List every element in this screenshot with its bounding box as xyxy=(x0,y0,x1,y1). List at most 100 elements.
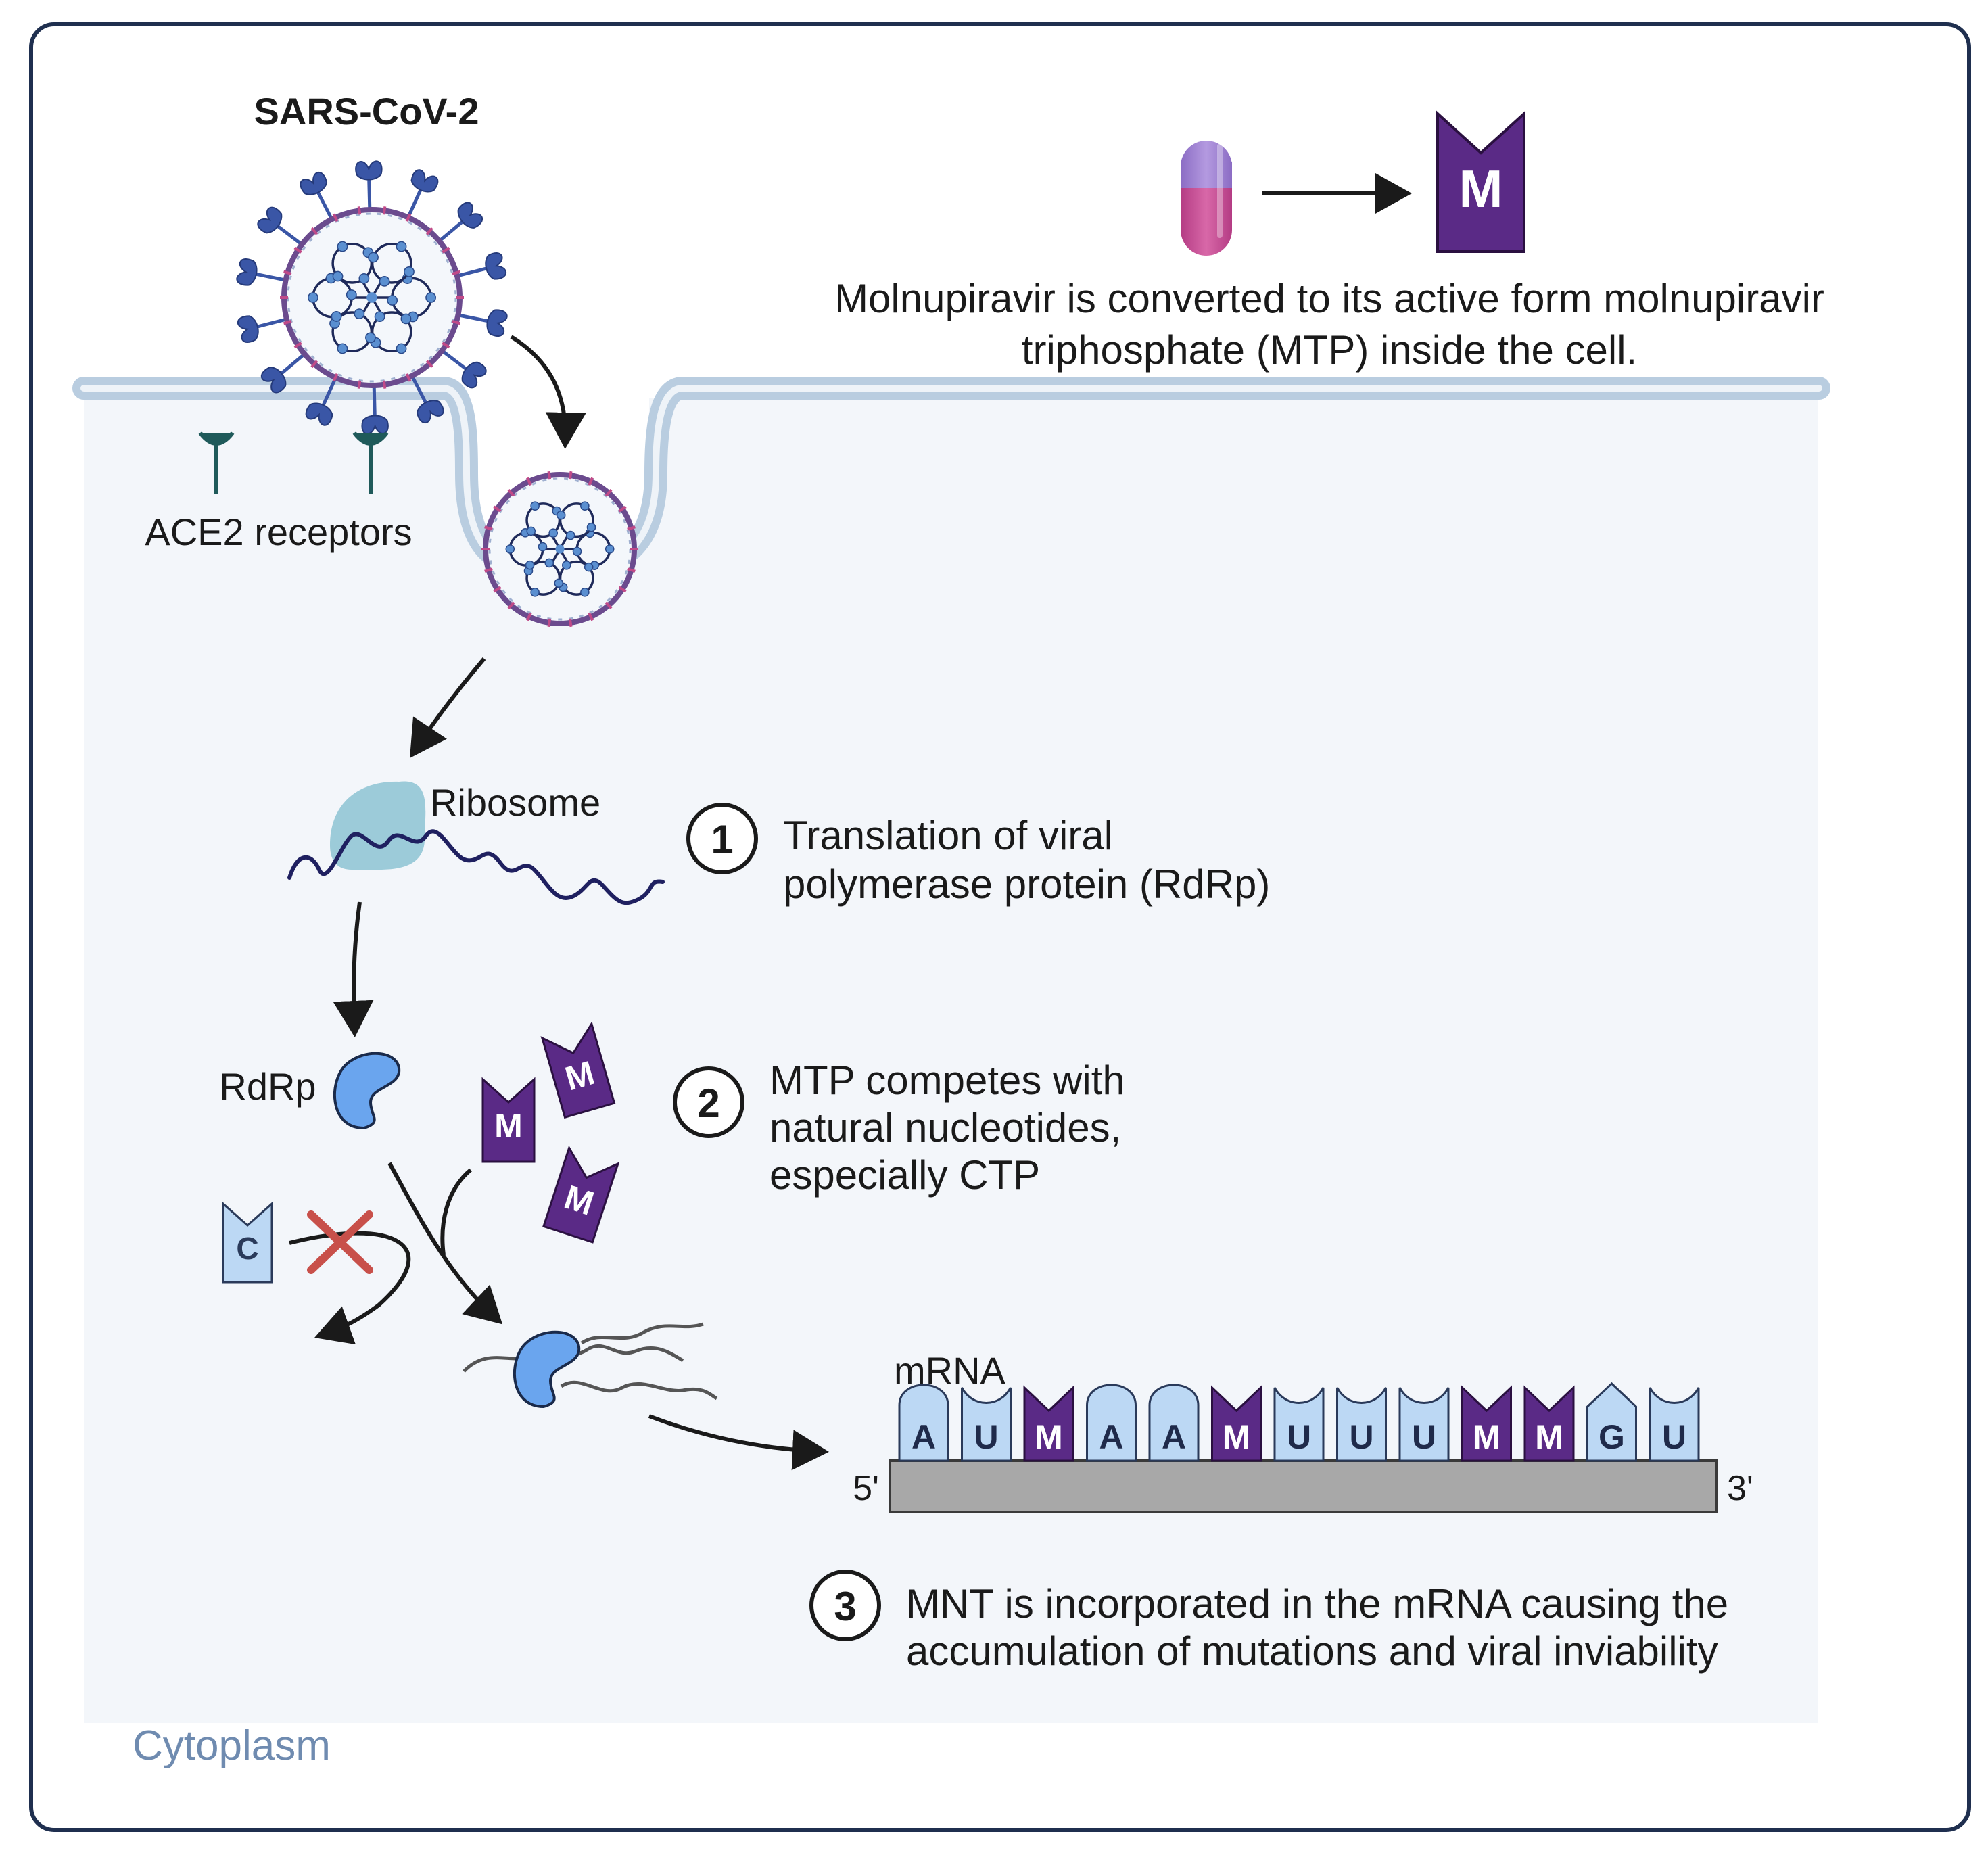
svg-text:M: M xyxy=(494,1107,523,1145)
spike-stalk xyxy=(257,317,287,329)
nucleotide-u: U xyxy=(1649,1387,1700,1462)
mtp-nucleotide-icon: M xyxy=(540,1021,616,1119)
spike-protein-icon xyxy=(410,169,439,193)
entry-arrow xyxy=(510,335,586,449)
viral-rna-strand xyxy=(287,829,665,905)
svg-text:M: M xyxy=(1459,159,1503,218)
step-2-text-line2: natural nucleotides, xyxy=(770,1105,1121,1150)
step-3-text-line2: accumulation of mutations and viral invi… xyxy=(906,1628,1718,1674)
step-2-text-line1: MTP competes with xyxy=(770,1058,1125,1103)
spike-stalk xyxy=(456,266,487,278)
nucleotide-letter: A xyxy=(1099,1418,1123,1456)
mrna-label: mRNA xyxy=(894,1349,1006,1392)
nucleotide-letter: U xyxy=(1662,1418,1686,1456)
nucleotide-a: A xyxy=(1148,1384,1200,1462)
spike-protein-icon xyxy=(485,252,507,280)
svg-text:C: C xyxy=(236,1231,258,1266)
mrna-backbone xyxy=(889,1459,1718,1513)
spike-protein-icon xyxy=(237,315,259,344)
nucleotide-letter: U xyxy=(974,1418,998,1456)
mtp-incorporation-curve xyxy=(440,1168,472,1256)
to-mrna-arrow xyxy=(648,1414,829,1471)
spike-stalk xyxy=(410,375,427,404)
ace2-receptor-icon xyxy=(198,431,235,494)
svg-text:2: 2 xyxy=(697,1081,719,1126)
nucleotide-letter: U xyxy=(1412,1418,1436,1456)
rdrp-to-replication-arrow xyxy=(387,1162,503,1325)
rdrp-enzyme-icon xyxy=(333,1052,401,1130)
three-prime-label: 3' xyxy=(1727,1469,1753,1508)
nucleotide-letter: M xyxy=(1035,1418,1063,1456)
spike-stalk xyxy=(438,220,463,243)
nucleotide-a: A xyxy=(898,1384,949,1462)
spike-stalk xyxy=(457,313,488,323)
ace2-label: ACE2 receptors xyxy=(145,511,412,553)
spike-protein-icon xyxy=(416,400,444,424)
ctp-nucleotide-icon: C xyxy=(222,1201,273,1284)
cytoplasm-label: Cytoplasm xyxy=(133,1722,331,1769)
nucleotide-letter: A xyxy=(912,1418,936,1456)
spike-protein-icon xyxy=(257,206,283,234)
blocked-x-icon xyxy=(307,1210,373,1274)
spike-protein-icon xyxy=(305,402,333,426)
spike-stalk xyxy=(406,189,422,218)
mnt-nucleotide: M xyxy=(1523,1385,1575,1462)
endocytosed-virus-icon xyxy=(481,471,638,628)
nucleotide-u: U xyxy=(1273,1387,1325,1462)
drug-caption-line2: triphosphate (MTP) inside the cell. xyxy=(1022,327,1637,373)
nucleotide-letter: M xyxy=(1535,1418,1563,1456)
capsule-icon xyxy=(1181,141,1232,256)
spike-protein-icon xyxy=(486,309,508,337)
spike-protein-icon xyxy=(461,361,487,389)
genome-loop xyxy=(371,242,412,284)
sars-cov-2-virus-icon xyxy=(236,160,508,435)
spike-protein-icon xyxy=(355,160,383,181)
mtp-nucleotide-icon: M xyxy=(542,1145,620,1244)
ribosome-label: Ribosome xyxy=(430,781,600,824)
nucleotide-letter: M xyxy=(1473,1418,1501,1456)
mnt-nucleotide: M xyxy=(1211,1385,1262,1462)
svg-text:3: 3 xyxy=(834,1584,856,1629)
nucleotide-letter: A xyxy=(1162,1418,1186,1456)
nucleotide-u: U xyxy=(961,1387,1012,1462)
step-1-text-line2: polymerase protein (RdRp) xyxy=(783,862,1270,907)
to-ribosome-arrow xyxy=(410,657,486,758)
step-1-text-line1: Translation of viral xyxy=(783,813,1113,858)
genome-loop xyxy=(559,502,594,538)
spike-stalk xyxy=(441,349,467,371)
svg-text:1: 1 xyxy=(711,817,733,862)
rdrp-label: RdRp xyxy=(219,1065,316,1108)
nucleotide-letter: U xyxy=(1349,1418,1373,1456)
nucleotide-u: U xyxy=(1336,1387,1387,1462)
spike-protein-icon xyxy=(236,258,258,286)
step-3-text-line1: MNT is incorporated in the mRNA causing … xyxy=(906,1581,1728,1626)
spike-stalk xyxy=(277,225,303,246)
nucleotide-letter: U xyxy=(1287,1418,1311,1456)
replicating-rdrp-icon xyxy=(463,1322,718,1409)
nucleotide-letter: G xyxy=(1599,1418,1625,1456)
nucleotide-letter: M xyxy=(1223,1418,1251,1456)
spike-stalk xyxy=(316,191,333,220)
spike-stalk xyxy=(367,179,372,210)
mtp-nucleotide-icon: M xyxy=(481,1077,536,1163)
spike-protein-icon xyxy=(260,367,287,394)
step-2-text-line3: especially CTP xyxy=(770,1152,1040,1198)
mnt-nucleotide: M xyxy=(1461,1385,1512,1462)
spike-stalk xyxy=(322,377,337,406)
step-1-marker: 1 xyxy=(686,803,758,874)
to-rdrp-arrow xyxy=(333,901,374,1037)
five-prime-label: 5' xyxy=(853,1469,879,1508)
step-3-marker: 3 xyxy=(809,1570,881,1641)
nucleotide-g: G xyxy=(1586,1382,1637,1462)
mtp-large-icon: M xyxy=(1436,110,1525,253)
spike-stalk xyxy=(256,272,287,282)
spike-stalk xyxy=(372,385,377,416)
spike-stalk xyxy=(281,352,306,375)
genome-loop xyxy=(331,311,373,353)
step-2-marker: 2 xyxy=(673,1066,744,1138)
ribosome-icon xyxy=(330,781,426,870)
spike-protein-icon xyxy=(300,171,328,195)
